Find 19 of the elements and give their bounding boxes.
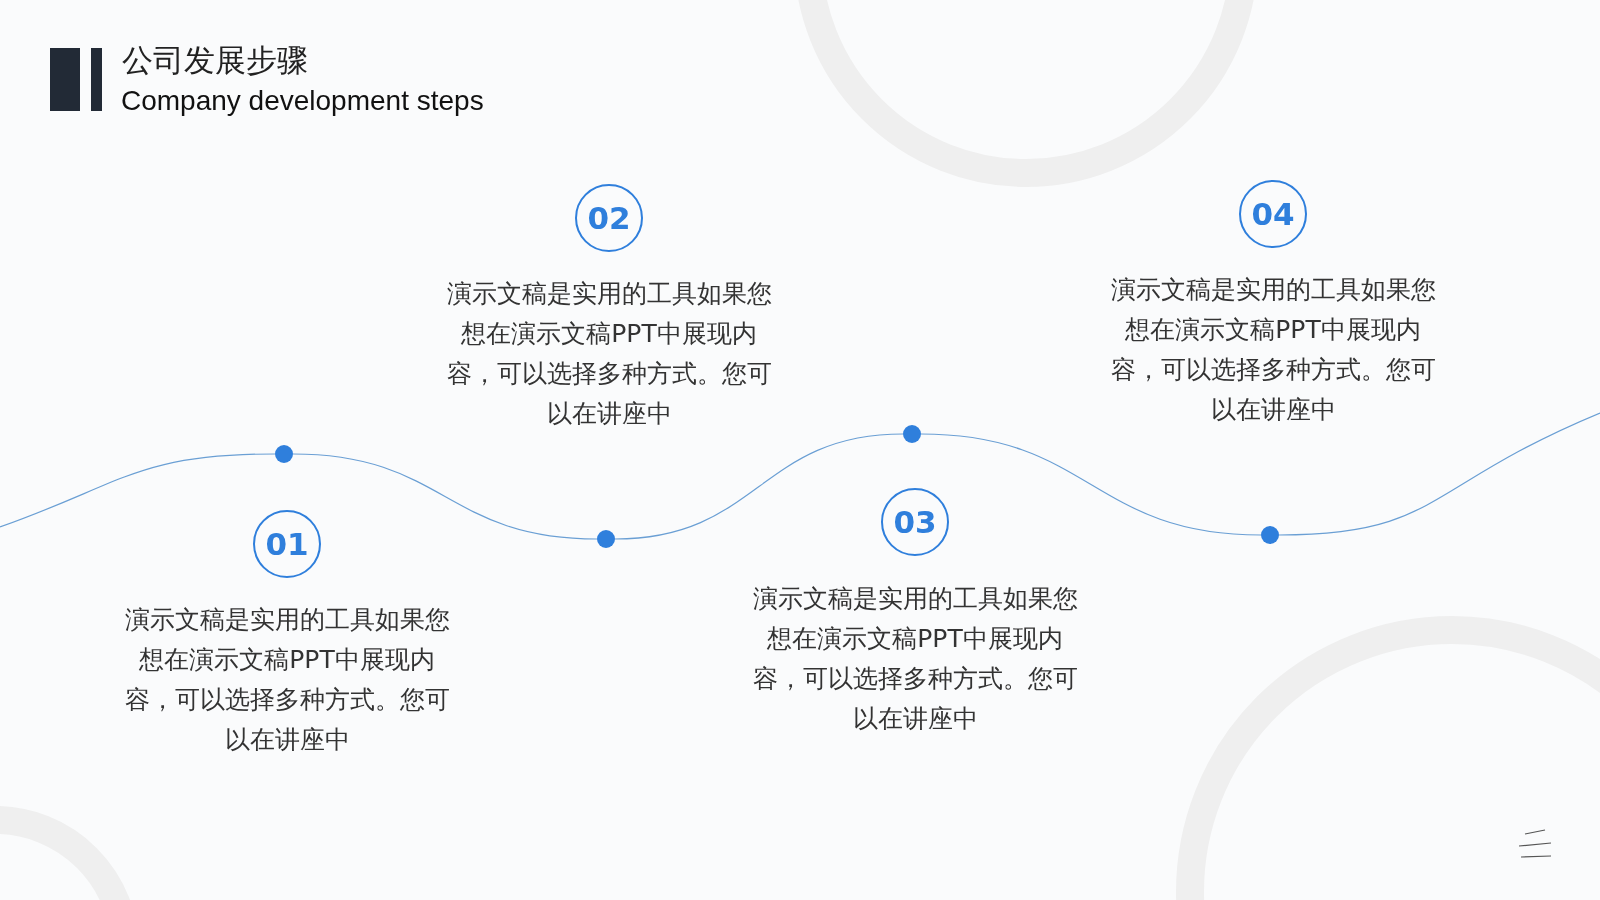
subtitle: Company development steps xyxy=(121,85,484,117)
point-dot xyxy=(275,445,293,463)
curve-line xyxy=(614,433,904,540)
curve-line xyxy=(0,453,276,528)
step-number-circle: 01 xyxy=(253,510,321,578)
description-text: 演示文稿是实用的工具如果您想在演示文稿PPT中展现内容，可以选择多种方式。您可以在讲座中 xyxy=(1109,274,1437,426)
step-number-circle: 04 xyxy=(1239,180,1307,248)
step-number-circle: 03 xyxy=(881,488,949,556)
point-dot xyxy=(597,530,615,548)
title: 公司发展步骤 xyxy=(122,41,308,80)
description-text: 演示文稿是实用的工具如果您想在演示文稿PPT中展现内容，可以选择多种方式。您可以在讲座中 xyxy=(751,583,1079,735)
description-text: 演示文稿是实用的工具如果您想在演示文稿PPT中展现内容，可以选择多种方式。您可以在讲座中 xyxy=(123,604,451,756)
description-text: 演示文稿是实用的工具如果您想在演示文稿PPT中展现内容，可以选择多种方式。您可以在讲座中 xyxy=(445,278,773,430)
curve-line xyxy=(1278,412,1600,536)
curve-line xyxy=(292,453,598,540)
point-dot xyxy=(903,425,921,443)
point-dot xyxy=(1261,526,1279,544)
step-number-circle: 02 xyxy=(575,184,643,252)
curve-line xyxy=(920,433,1262,536)
